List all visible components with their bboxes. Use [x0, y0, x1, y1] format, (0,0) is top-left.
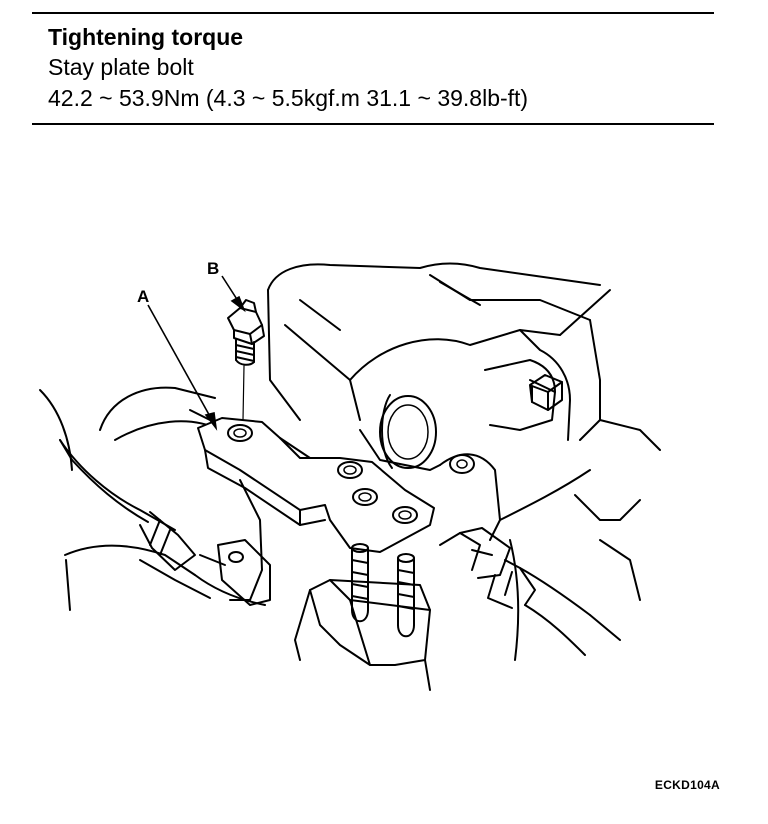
block-lug	[449, 454, 475, 474]
torque-spec-block: Tightening torque Stay plate bolt 42.2 ~…	[48, 22, 528, 114]
stay-plate-bolt-b	[227, 299, 265, 421]
top-rule	[32, 12, 714, 14]
block-boss	[379, 394, 437, 469]
figure-code: ECKD104A	[654, 778, 720, 792]
block-bolt	[529, 374, 563, 411]
bottom-rule	[32, 123, 714, 125]
callout-b: B	[207, 259, 219, 278]
spec-torque-value: 42.2 ~ 53.9Nm (4.3 ~ 5.5kgf.m 31.1 ~ 39.…	[48, 85, 529, 111]
leader-lines	[147, 275, 246, 431]
callout-a: A	[137, 287, 149, 306]
studs	[351, 543, 415, 638]
stay-plate-a	[197, 417, 435, 553]
right-hose	[439, 527, 621, 656]
spec-part-name: Stay plate bolt	[48, 54, 194, 80]
engine-block	[267, 262, 661, 661]
spec-title: Tightening torque	[48, 24, 244, 50]
lower-mount	[217, 539, 431, 691]
